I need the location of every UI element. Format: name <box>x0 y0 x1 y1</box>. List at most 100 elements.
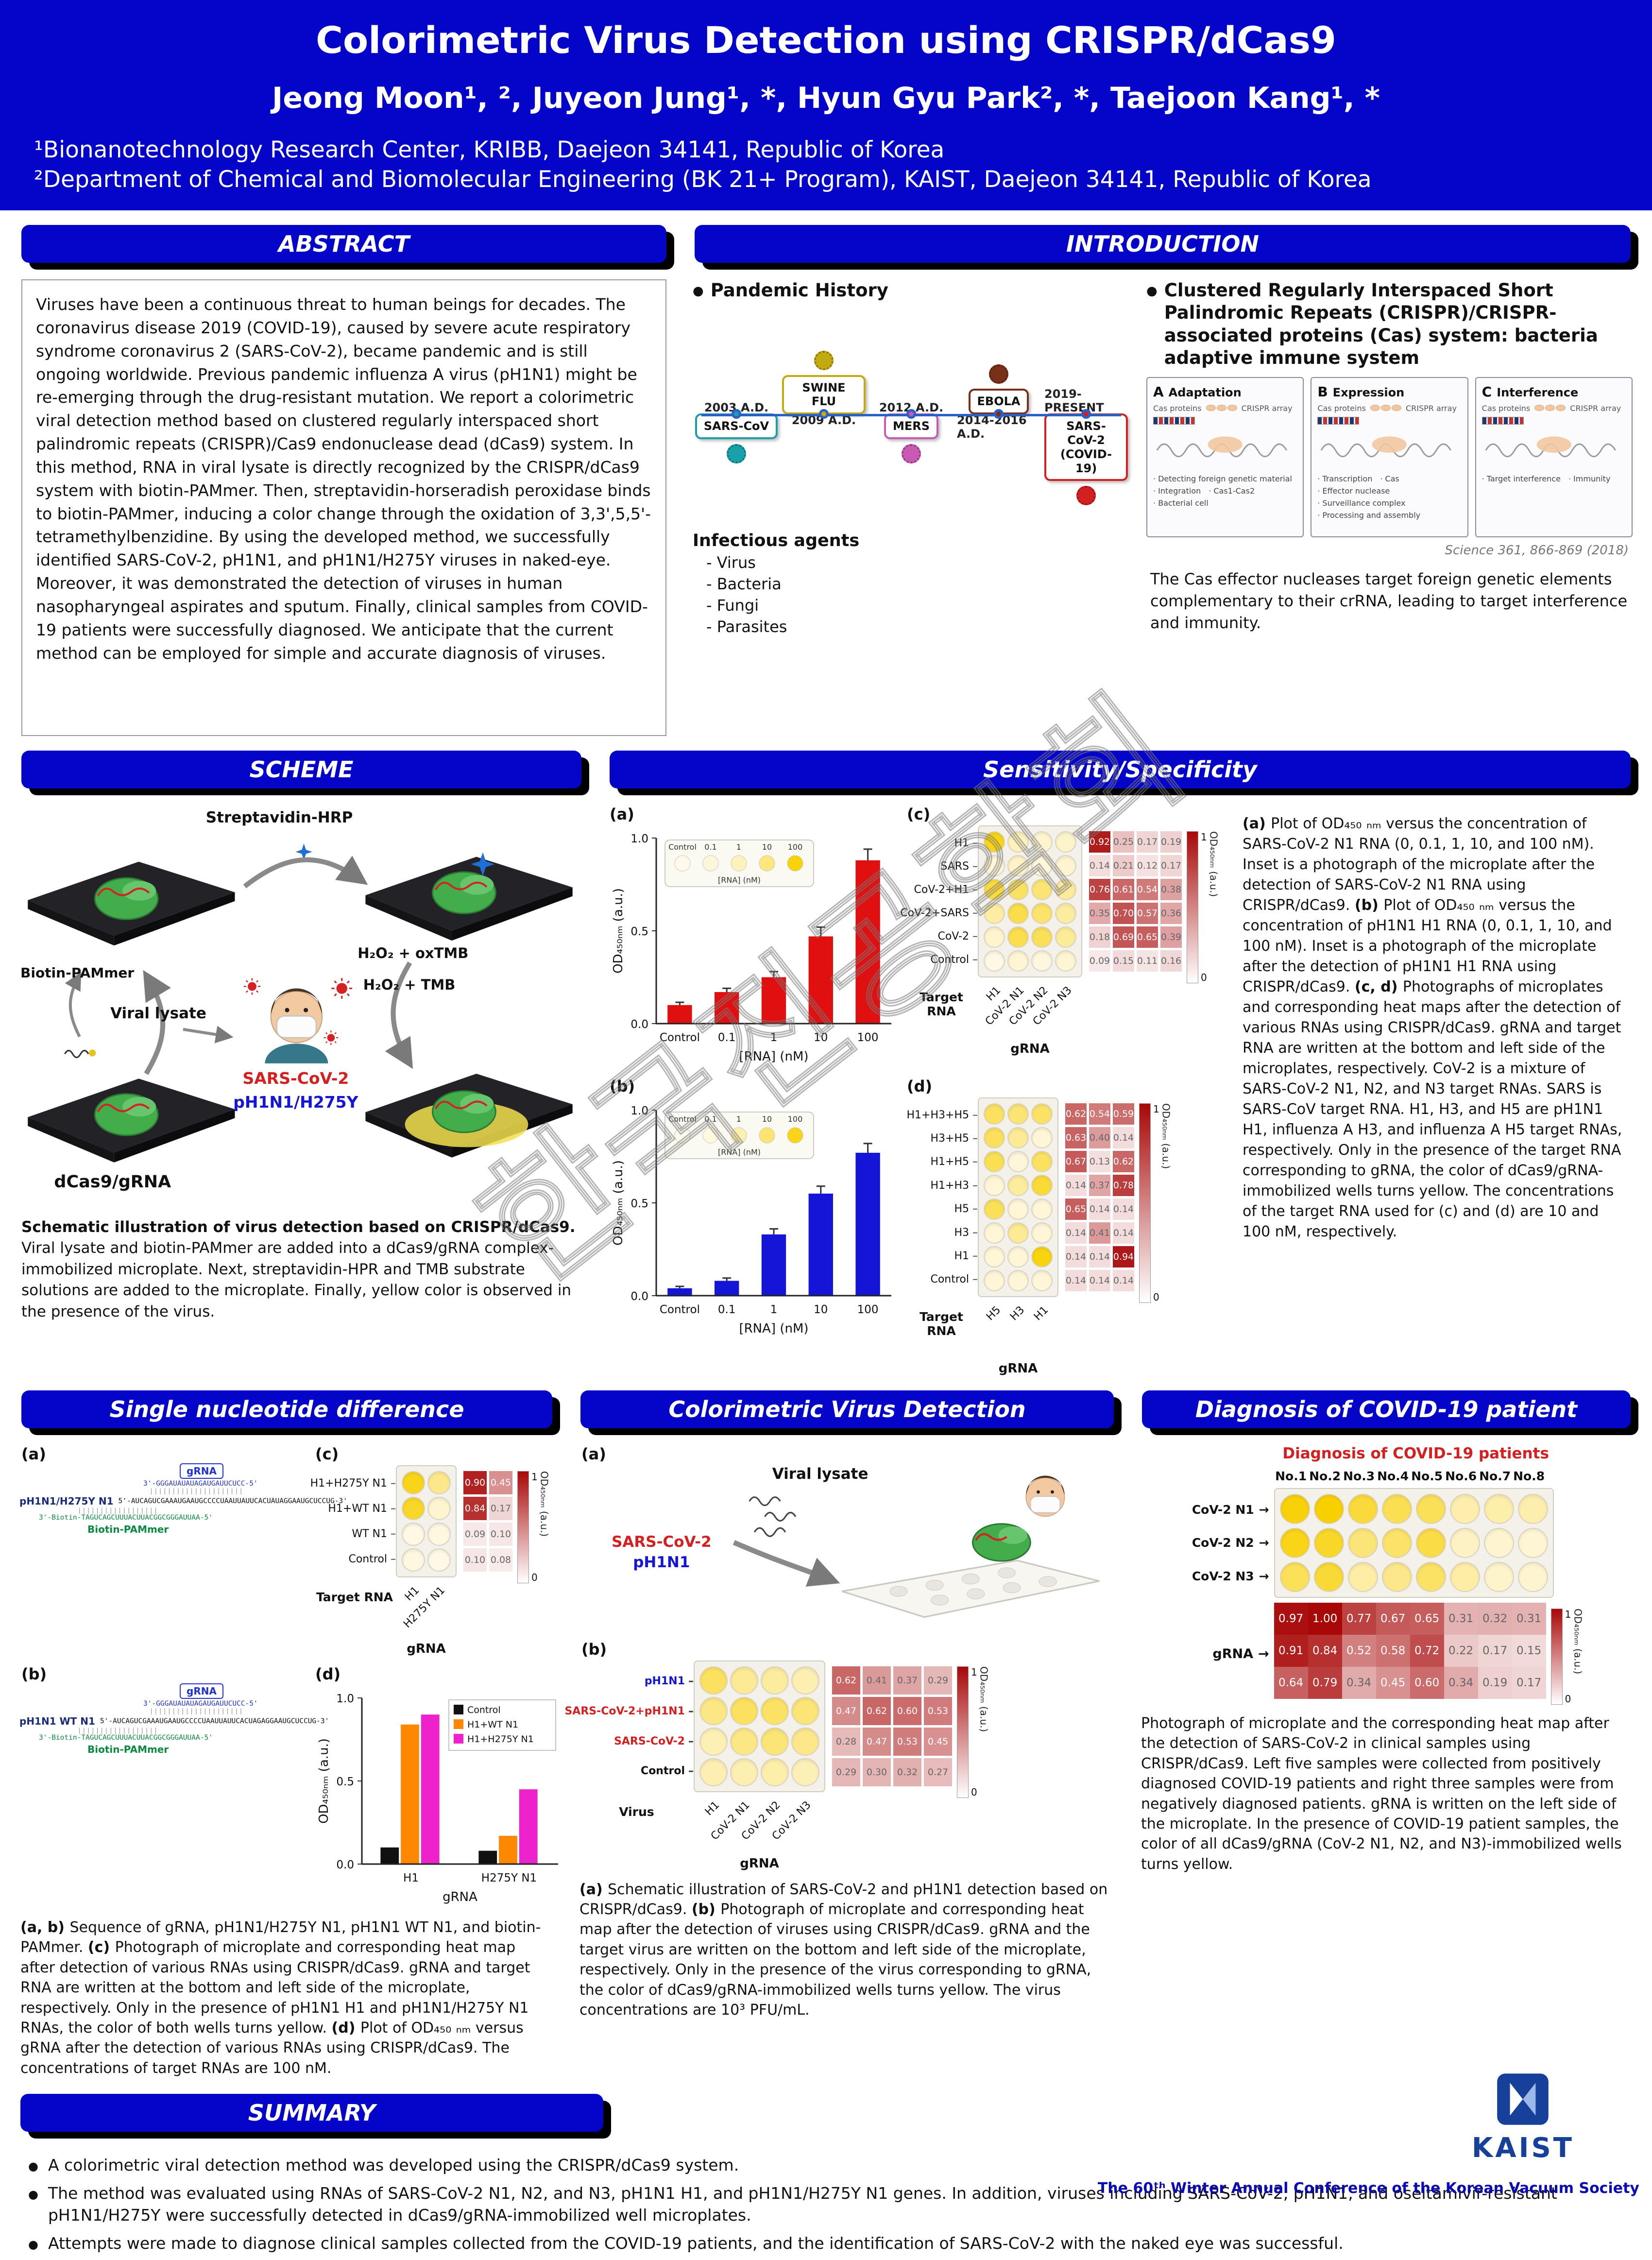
biotin-pammer-sequence: 3'-Biotin-TAGUCAGCUUUACUUACGGCGGGAUUAA-5… <box>39 1514 213 1522</box>
heatmap-cell: 0.14 <box>1113 1222 1134 1244</box>
col-label: H1 <box>1031 1304 1051 1323</box>
target-sequence: 5'-AUCAGUCGAAAUGAAUGCCCCUAAUUAUUCACUAGAG… <box>100 1717 329 1725</box>
figure-citation: Science 361, 866-869 (2018) <box>1445 543 1629 558</box>
well <box>1483 1562 1514 1592</box>
colorbar-tick-max: 1 <box>1153 1103 1159 1115</box>
note-label: Bacterial cell <box>1153 498 1209 508</box>
heatmap-cell: 0.32 <box>1478 1603 1512 1635</box>
heatmap-cell: 0.14 <box>1113 1127 1134 1148</box>
row-label: CoV-2+SARS <box>900 902 978 925</box>
pandemic-history-heading: ● Pandemic History <box>693 279 1130 302</box>
svg-text:0.1: 0.1 <box>704 1114 716 1124</box>
colorbar-tick-min: 0 <box>1153 1291 1159 1303</box>
heatmap-cell: 0.76 <box>1089 879 1110 900</box>
heatmap-cell: 0.37 <box>1089 1175 1110 1196</box>
well <box>1031 950 1053 972</box>
h2o2-oxtmb-label: H₂O₂ + oxTMB <box>358 944 469 961</box>
svg-text:0.1: 0.1 <box>704 842 716 852</box>
timeline-node <box>732 409 741 419</box>
panel-art <box>1482 428 1626 469</box>
heatmap-cell: 0.17 <box>1137 831 1158 853</box>
base-pairing: |||||||||||||||||| <box>78 1507 159 1514</box>
svg-text:1.0: 1.0 <box>630 833 648 845</box>
row-label: CoV-2 N2 <box>1189 1536 1274 1550</box>
heatmap-cell: 0.13 <box>1089 1151 1110 1172</box>
colorbar-tick-min: 0 <box>1201 972 1207 983</box>
heatmap-cell: 0.54 <box>1089 1103 1110 1125</box>
well <box>1055 903 1076 924</box>
heatmap-cell: 0.60 <box>893 1696 921 1725</box>
figure-d: (d) H1+H3+H5H3+H5H1+H5H1+H3H5H3H1Control… <box>905 1077 1223 1376</box>
sars-cov-2-label: SARS-CoV-2 <box>242 1068 349 1088</box>
svg-text:0.1: 0.1 <box>718 1303 736 1316</box>
heatmap-cell: 0.62 <box>1065 1103 1087 1125</box>
heatmap-cell: 0.25 <box>1113 831 1134 853</box>
arrow-left-up <box>143 970 171 1075</box>
heatmap-cell: 0.64 <box>1274 1667 1308 1699</box>
panel-art <box>1317 428 1461 469</box>
panel-notes: TranscriptionCasEffector nucleaseSurveil… <box>1317 474 1461 520</box>
panel-letter: C <box>1482 384 1492 400</box>
well <box>1031 926 1053 948</box>
well <box>1031 831 1053 853</box>
well <box>699 1696 728 1725</box>
heatmap-cell: 0.39 <box>1160 926 1182 948</box>
virus-icon <box>1076 486 1096 506</box>
sars-cov-2-label: SARS-CoV-2 <box>612 1533 712 1551</box>
heatmap-cell: 0.09 <box>1089 950 1110 972</box>
row-label: CoV-2+H1 <box>905 878 978 901</box>
plate-heatmap-main: H1SARSCoV-2+H1CoV-2+SARSCoV-2Control0.92… <box>900 825 1223 983</box>
row-label: H1+H3+H5 <box>905 1103 978 1127</box>
colorbar-label: OD₄₅₀ₙₘ (a.u.) <box>538 1471 550 1537</box>
heatmap-cell: 0.62 <box>1113 1151 1134 1172</box>
heatmap-cell: 0.10 <box>463 1548 487 1572</box>
timeline-top-zone: 2012 A.D. <box>868 309 955 416</box>
well <box>1007 1151 1029 1172</box>
heatmap-cell: 0.17 <box>1160 855 1182 876</box>
crispr-heading-text: Clustered Regularly Interspaced Short Pa… <box>1164 280 1598 368</box>
virus-icon <box>727 444 746 464</box>
svg-text:OD₄₅₀ₙₘ (a.u.): OD₄₅₀ₙₘ (a.u.) <box>611 1160 626 1246</box>
well <box>984 1175 1005 1196</box>
well <box>1007 1175 1029 1196</box>
svg-text:gRNA: gRNA <box>443 1890 477 1904</box>
heatmap-cell: 0.41 <box>1089 1222 1110 1244</box>
infectious-agent-item: - Fungi <box>706 596 759 615</box>
well <box>1279 1494 1310 1524</box>
bullet-icon: ● <box>1146 284 1158 298</box>
spacer <box>1189 1469 1274 1483</box>
grna-tag-row: gRNA <box>180 1683 304 1699</box>
heatmap-cell: 0.17 <box>1478 1635 1512 1667</box>
conference-name: The 60ᵗʰ Winter Annual Conference of the… <box>1097 2180 1639 2197</box>
well <box>791 1758 819 1786</box>
section-colorimetric-detection: Colorimetric Virus Detection (a) <box>564 1387 1122 2078</box>
well <box>699 1758 728 1786</box>
target-gene-name: pH1N1 WT N1 <box>19 1715 95 1727</box>
heatmap-cell: 0.12 <box>1137 855 1158 876</box>
dcas9-grna-label: dCas9/gRNA <box>54 1172 171 1192</box>
timeline-node <box>994 409 1004 419</box>
svg-text:1.0: 1.0 <box>336 1693 354 1705</box>
well <box>402 1471 425 1494</box>
heatmap-cell: 0.62 <box>863 1696 891 1725</box>
patient-column-header: No.8 <box>1513 1469 1545 1483</box>
well <box>1007 1222 1029 1244</box>
timeline-node <box>819 409 829 419</box>
virus-icon <box>330 977 353 1000</box>
row-label: Control <box>905 948 978 972</box>
svg-text:10: 10 <box>814 1303 828 1316</box>
h2o2-tmb-label: H₂O₂ + TMB <box>363 976 456 993</box>
row-labels: pH1N1SARS-CoV-2+pH1N1SARS-CoV-2Control <box>564 1661 694 1792</box>
heatmap-cell: 0.63 <box>1065 1127 1087 1148</box>
panel-title: Interference <box>1497 386 1579 399</box>
well <box>1313 1562 1344 1592</box>
arrow-right-down <box>385 961 413 1069</box>
col-label: H275Y N1 <box>401 1584 448 1631</box>
